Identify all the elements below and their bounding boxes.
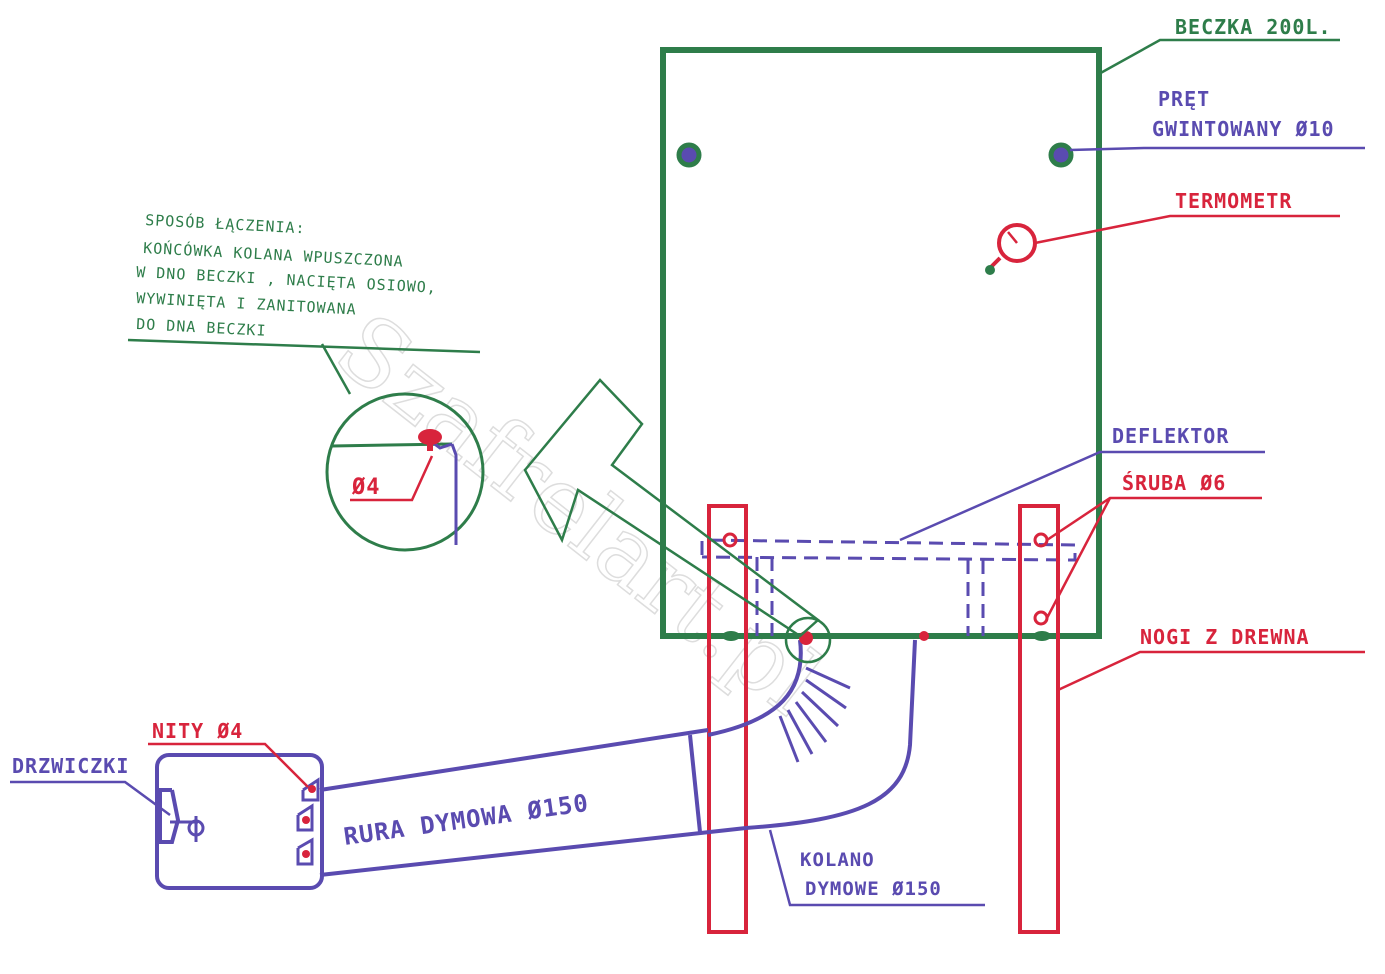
elbow-right bbox=[745, 631, 929, 830]
barrel-callout: BECZKA 200L. bbox=[1096, 15, 1340, 77]
elbow-label-line1: KOLANO bbox=[800, 849, 875, 871]
note-line-4: WYWINIĘTA I ZANITOWANA bbox=[136, 289, 357, 319]
door-callout: DRZWICZKI bbox=[10, 754, 171, 817]
pipe-label: RURA DYMOWA Ø150 bbox=[342, 789, 591, 851]
smoke-pipe bbox=[319, 728, 747, 877]
rod-end-right bbox=[1048, 142, 1074, 168]
legs-label: NOGI Z DREWNA bbox=[1140, 625, 1310, 649]
deflector bbox=[700, 538, 1077, 636]
rod-callout: PRĘT GWINTOWANY Ø10 bbox=[1069, 87, 1365, 152]
watermark: Szafrelart.pl bbox=[316, 293, 840, 735]
note-line-5: DO DNA BECZKI bbox=[136, 315, 267, 340]
connection-detail-marker bbox=[784, 616, 832, 664]
leg-right bbox=[1018, 504, 1060, 934]
rod-label-line2: GWINTOWANY Ø10 bbox=[1152, 117, 1335, 141]
elbow-label-line2: DYMOWE Ø150 bbox=[805, 878, 942, 900]
elbow-callout: KOLANO DYMOWE Ø150 bbox=[768, 829, 985, 907]
legs-callout: NOGI Z DREWNA bbox=[1057, 625, 1365, 692]
barrel-label: BECZKA 200L. bbox=[1175, 15, 1332, 39]
deflector-label: DEFLEKTOR bbox=[1112, 424, 1229, 448]
thermometer-callout: TERMOMETR bbox=[1034, 189, 1340, 245]
rivets bbox=[302, 785, 316, 858]
rivets-callout: NITY Ø4 bbox=[148, 719, 309, 788]
thermometer-label: TERMOMETR bbox=[1175, 189, 1292, 213]
connection-detail: Ø4 bbox=[325, 392, 485, 552]
detail-pointer-arrow bbox=[523, 378, 820, 638]
firebox bbox=[155, 753, 324, 890]
note-line-1: SPOSÓB ŁĄCZENIA: bbox=[145, 210, 306, 237]
door-label: DRZWICZKI bbox=[12, 754, 129, 778]
elbow-left bbox=[707, 631, 851, 763]
rivets-label: NITY Ø4 bbox=[152, 719, 243, 743]
deflector-callout: DEFLEKTOR bbox=[899, 424, 1265, 542]
leg-left bbox=[707, 504, 748, 934]
rod-label-line1: PRĘT bbox=[1158, 87, 1210, 111]
rod-end-left bbox=[676, 142, 702, 168]
barrel bbox=[660, 47, 1102, 639]
detail-dimension-label: Ø4 bbox=[351, 475, 381, 500]
bolt-callout: ŚRUBA Ø6 bbox=[1045, 471, 1262, 619]
bolt-label: ŚRUBA Ø6 bbox=[1122, 471, 1226, 495]
thermometer-icon bbox=[985, 223, 1037, 275]
